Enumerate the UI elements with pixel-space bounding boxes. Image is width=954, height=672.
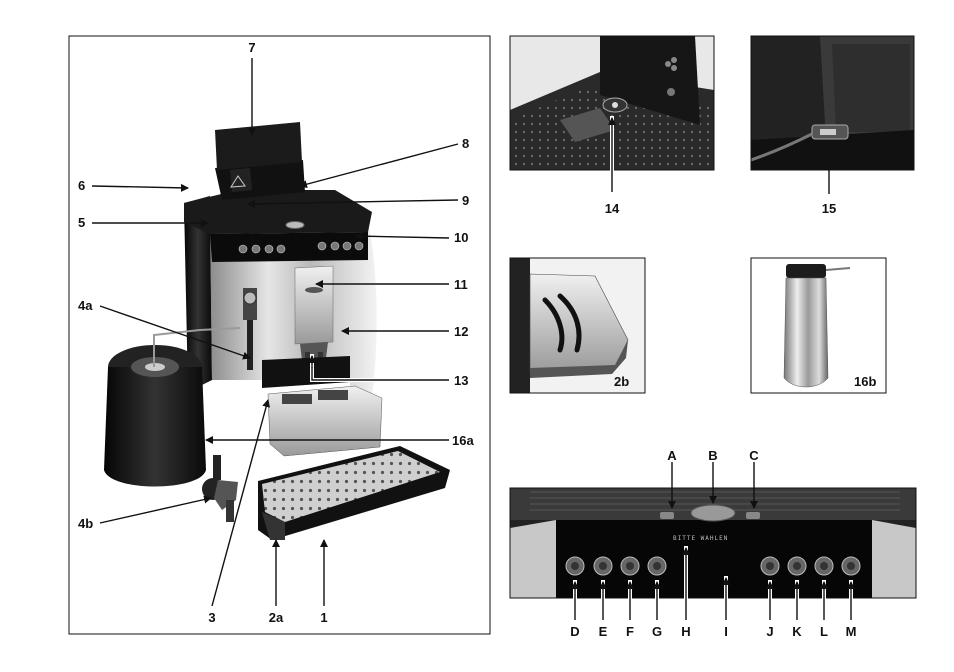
detail-15-label: 15: [822, 201, 836, 216]
callout-4a: 4a: [78, 298, 93, 313]
main-machine-figure: 7 8 6 9 5 10 4a 11 12 13 16a 4b 3 2a 1: [68, 35, 491, 635]
callout-11: 11: [454, 277, 468, 292]
callout-10: 10: [454, 230, 468, 245]
callout-7: 7: [248, 40, 255, 55]
detail-14-label: 14: [605, 201, 620, 216]
panel-label-i: I: [724, 624, 728, 639]
panel-label-j: J: [766, 624, 773, 639]
detail-16b-frame: [750, 257, 887, 394]
detail-2b-label: 2b: [614, 374, 629, 389]
detail-14-figure: 14: [509, 35, 715, 216]
callout-12: 12: [454, 324, 468, 339]
control-panel-figure: BITTE WAHLEN A: [509, 448, 917, 639]
panel-label-g: G: [652, 624, 662, 639]
detail-16b-label: 16b: [854, 374, 876, 389]
detail-15-figure: 15: [750, 35, 915, 216]
detail-15-frame: [750, 35, 915, 171]
detail-2b-frame: [509, 257, 646, 394]
panel-label-m: M: [846, 624, 857, 639]
callout-5: 5: [78, 215, 85, 230]
panel-label-f: F: [626, 624, 634, 639]
display-text: BITTE WAHLEN: [673, 535, 728, 542]
callout-1: 1: [320, 610, 327, 625]
callout-4b: 4b: [78, 516, 93, 531]
panel-label-d: D: [570, 624, 579, 639]
callout-8: 8: [462, 136, 469, 151]
panel-label-k: K: [792, 624, 802, 639]
callout-6: 6: [78, 178, 85, 193]
panel-label-l: L: [820, 624, 828, 639]
callout-arrows: [91, 58, 459, 607]
callout-13: 13: [454, 373, 468, 388]
callout-16a: 16a: [452, 433, 474, 448]
panel-label-h: H: [681, 624, 690, 639]
panel-label-e: E: [599, 624, 608, 639]
coffee-machine: [104, 122, 450, 540]
callout-9: 9: [462, 193, 469, 208]
panel-label-b: B: [708, 448, 717, 463]
callout-3: 3: [208, 610, 215, 625]
panel-label-c: C: [749, 448, 759, 463]
detail-2b-figure: 2b: [509, 257, 646, 394]
detail-16b-figure: 16b: [750, 257, 887, 394]
panel-label-a: A: [667, 448, 677, 463]
callout-2a: 2a: [269, 610, 284, 625]
